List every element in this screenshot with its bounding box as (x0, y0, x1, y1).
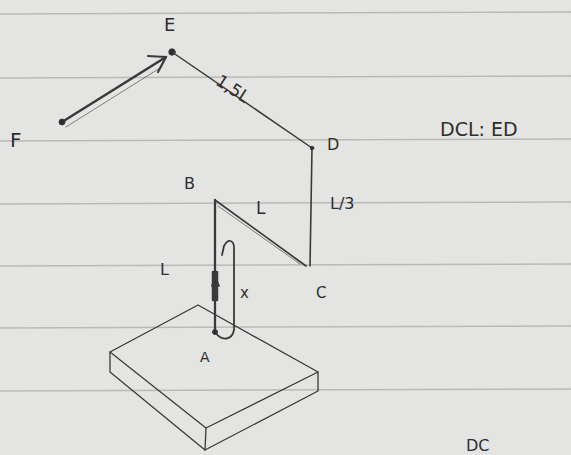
point-label: B (184, 176, 195, 192)
note-text: DCL: ED (440, 120, 518, 139)
point-label: C (316, 286, 326, 301)
note-text: DC (466, 438, 490, 454)
point-label: E (164, 16, 175, 34)
dimension-label: L (160, 262, 169, 278)
force-label: F (10, 130, 22, 150)
point-label: A (200, 350, 210, 364)
axis-label: x (240, 286, 249, 301)
dimension-label: L/3 (330, 196, 354, 212)
dimension-label: 1,5L (213, 72, 253, 106)
point-label: D (327, 137, 339, 153)
dimension-label: L (256, 200, 265, 217)
